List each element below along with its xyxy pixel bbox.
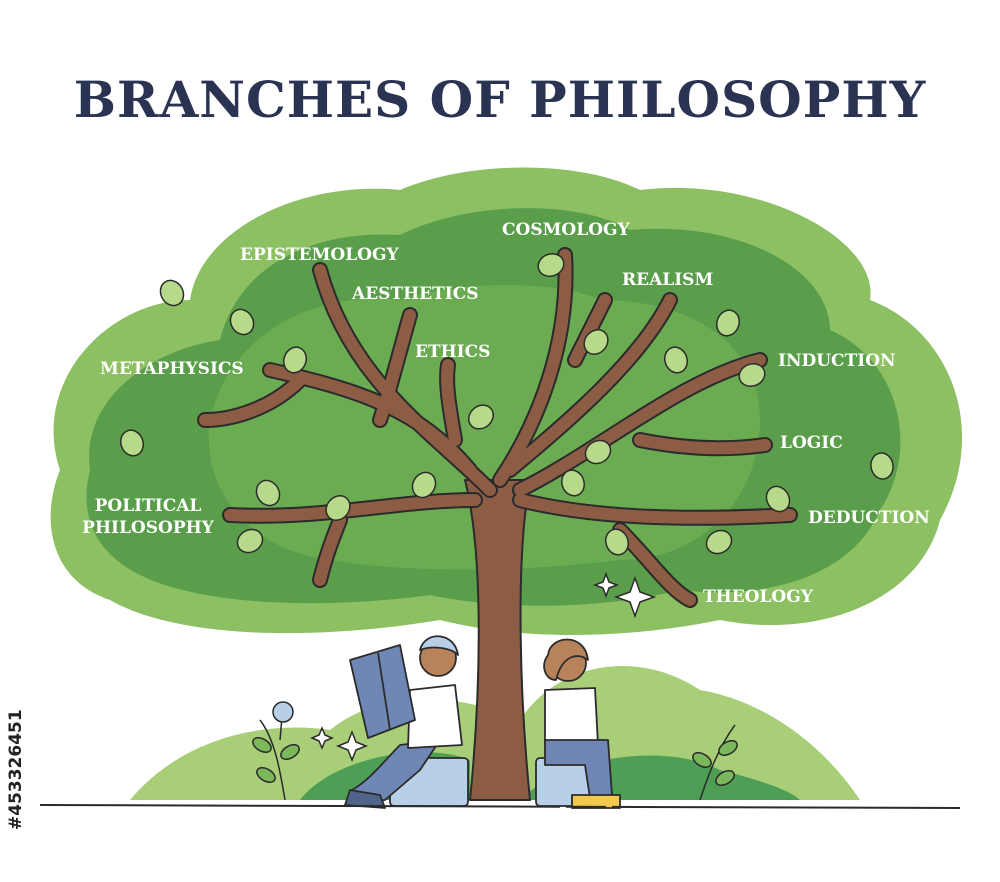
ground-line (39, 804, 961, 809)
label-cosmology: COSMOLOGY (502, 220, 630, 240)
tree-trunk (464, 479, 531, 801)
label-political-philosophy-line-2: PHILOSOPHY (82, 518, 214, 538)
thinking-person (535, 638, 621, 809)
label-theology: THEOLOGY (703, 587, 813, 607)
stock-id-text: #453326451 (6, 709, 26, 830)
label-metaphysics: METAPHYSICS (100, 359, 244, 379)
label-realism: REALISM (622, 270, 714, 290)
label-epistemology: EPISTEMOLOGY (240, 245, 399, 265)
stock-id-watermark: #453326451 (6, 650, 26, 830)
label-aesthetics: AESTHETICS (352, 284, 479, 304)
label-ethics: ETHICS (415, 342, 491, 362)
label-induction: INDUCTION (778, 351, 896, 371)
label-deduction: DEDUCTION (808, 508, 930, 528)
sparkles (310, 571, 657, 763)
page-title: BRANCHES OF PHILOSOPHY (73, 70, 927, 129)
label-logic: LOGIC (780, 433, 843, 453)
tree-branches (197, 247, 798, 608)
plants (252, 701, 738, 801)
label-political-philosophy: POLITICAL PHILOSOPHY (78, 495, 218, 539)
reading-person (344, 635, 469, 809)
leaves (119, 252, 894, 556)
label-political-philosophy-line-1: POLITICAL (94, 496, 202, 516)
